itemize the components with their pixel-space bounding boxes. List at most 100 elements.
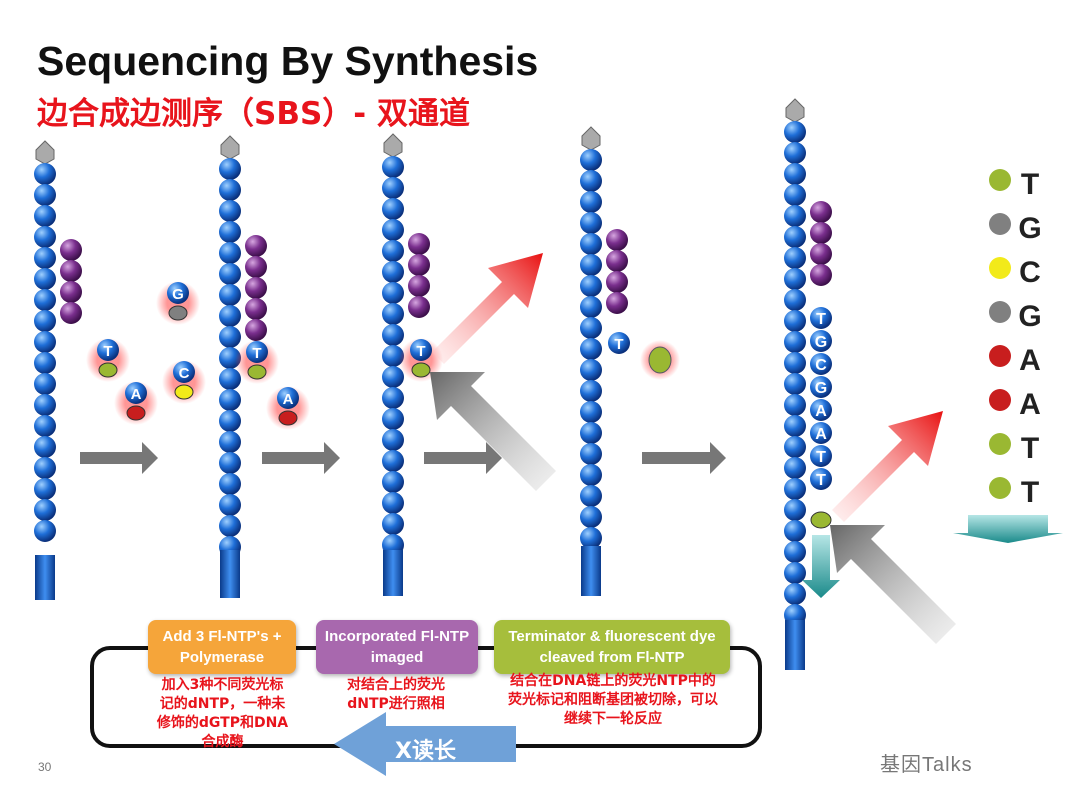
template-bead bbox=[34, 457, 56, 479]
template-bead bbox=[34, 394, 56, 416]
nucleotide-letter: T bbox=[614, 336, 623, 353]
cleave-arrow-icon bbox=[802, 535, 840, 598]
primer-bead bbox=[408, 296, 430, 318]
template-bead bbox=[580, 296, 602, 318]
template-bead bbox=[34, 310, 56, 332]
nucleotide-bead bbox=[277, 387, 299, 409]
read-bead bbox=[810, 376, 832, 398]
template-bead bbox=[784, 142, 806, 164]
cleaved-dye bbox=[648, 346, 672, 374]
nucleotide-letter: T bbox=[252, 345, 261, 362]
template-bead bbox=[784, 289, 806, 311]
template-bead bbox=[784, 478, 806, 500]
template-bead bbox=[382, 492, 404, 514]
read-letter: T bbox=[816, 472, 826, 489]
template-bead bbox=[784, 121, 806, 143]
template-bead bbox=[219, 263, 241, 285]
template-bead bbox=[382, 324, 404, 346]
template-bead bbox=[580, 359, 602, 381]
template-bead bbox=[784, 520, 806, 542]
template-bead bbox=[382, 450, 404, 472]
primer-bead bbox=[245, 256, 267, 278]
template-bead bbox=[34, 184, 56, 206]
arrow-right-icon bbox=[262, 442, 340, 474]
template-bead bbox=[580, 401, 602, 423]
template-bead bbox=[382, 282, 404, 304]
template-bead bbox=[580, 275, 602, 297]
step-box-cleave: Terminator & fluorescent dye cleaved fro… bbox=[494, 620, 730, 674]
template-bead bbox=[382, 345, 404, 367]
template-bead bbox=[219, 389, 241, 411]
read-letter: C bbox=[815, 357, 827, 374]
template-bead bbox=[34, 436, 56, 458]
legend-base: G bbox=[1018, 300, 1041, 333]
nucleotide-letter: A bbox=[283, 391, 294, 408]
template-bead bbox=[219, 179, 241, 201]
template-bead bbox=[784, 457, 806, 479]
primer-bead bbox=[606, 292, 628, 314]
template-bead bbox=[219, 473, 241, 495]
dye-tag bbox=[278, 410, 298, 426]
template-bead bbox=[382, 303, 404, 325]
dye-tag bbox=[411, 362, 431, 378]
legend-base: A bbox=[1019, 344, 1041, 377]
nucleotide-bead bbox=[410, 339, 432, 361]
primer-bead bbox=[606, 229, 628, 251]
template-bead bbox=[34, 289, 56, 311]
nucleotide-letter: T bbox=[416, 343, 425, 360]
template-bead bbox=[784, 415, 806, 437]
template-bead bbox=[784, 583, 806, 605]
template-bead bbox=[784, 163, 806, 185]
template-bead bbox=[580, 254, 602, 276]
primer-bead bbox=[60, 260, 82, 282]
template-bead bbox=[580, 485, 602, 507]
primer-bead bbox=[60, 239, 82, 261]
primer-bead bbox=[245, 319, 267, 341]
primer-bead bbox=[606, 271, 628, 293]
template-bead bbox=[784, 310, 806, 332]
primer-bead bbox=[245, 298, 267, 320]
template-bead bbox=[219, 305, 241, 327]
primer-bead bbox=[810, 264, 832, 286]
template-bead bbox=[382, 408, 404, 430]
template-bead bbox=[34, 415, 56, 437]
read-letter: A bbox=[815, 426, 827, 443]
template-bead bbox=[580, 527, 602, 549]
template-bead bbox=[382, 471, 404, 493]
arrow-right-icon bbox=[642, 442, 726, 474]
legend-base: T bbox=[1021, 476, 1039, 509]
template-bead bbox=[382, 240, 404, 262]
template-bead bbox=[580, 170, 602, 192]
arrow-right-icon bbox=[80, 442, 158, 474]
template-bead bbox=[580, 443, 602, 465]
dye-tag bbox=[168, 305, 188, 321]
slide-subtitle: 边合成边测序（SBS）- 双通道 bbox=[37, 96, 470, 132]
legend-base: T bbox=[1021, 168, 1039, 201]
dye-tag bbox=[247, 364, 267, 380]
dye-tag bbox=[810, 511, 832, 529]
arrow-right-icon bbox=[424, 442, 502, 474]
legend-base: A bbox=[1019, 388, 1041, 421]
step-note-cleave: 结合在DNA链上的荧光NTP中的荧光标记和阻断基团被切除，可以继续下一轮反应 bbox=[508, 673, 718, 727]
nucleotide-bead bbox=[125, 382, 147, 404]
template-bead bbox=[382, 366, 404, 388]
read-bead bbox=[810, 422, 832, 444]
template-bead bbox=[784, 226, 806, 248]
template-bead bbox=[784, 436, 806, 458]
template-bead bbox=[580, 233, 602, 255]
primer-bead bbox=[810, 201, 832, 223]
template-bead bbox=[219, 200, 241, 222]
page-number: 30 bbox=[38, 760, 52, 774]
excitation-arrow-icon bbox=[830, 525, 956, 644]
template-bead bbox=[219, 515, 241, 537]
template-bead bbox=[34, 205, 56, 227]
step-arrows bbox=[80, 442, 726, 474]
read-bead bbox=[810, 353, 832, 375]
template-bead bbox=[784, 394, 806, 416]
read-length-label: X读长 bbox=[395, 739, 456, 764]
template-bead bbox=[34, 226, 56, 248]
primer-bead bbox=[606, 250, 628, 272]
legend-dye bbox=[989, 301, 1011, 323]
template-bead bbox=[382, 156, 404, 178]
